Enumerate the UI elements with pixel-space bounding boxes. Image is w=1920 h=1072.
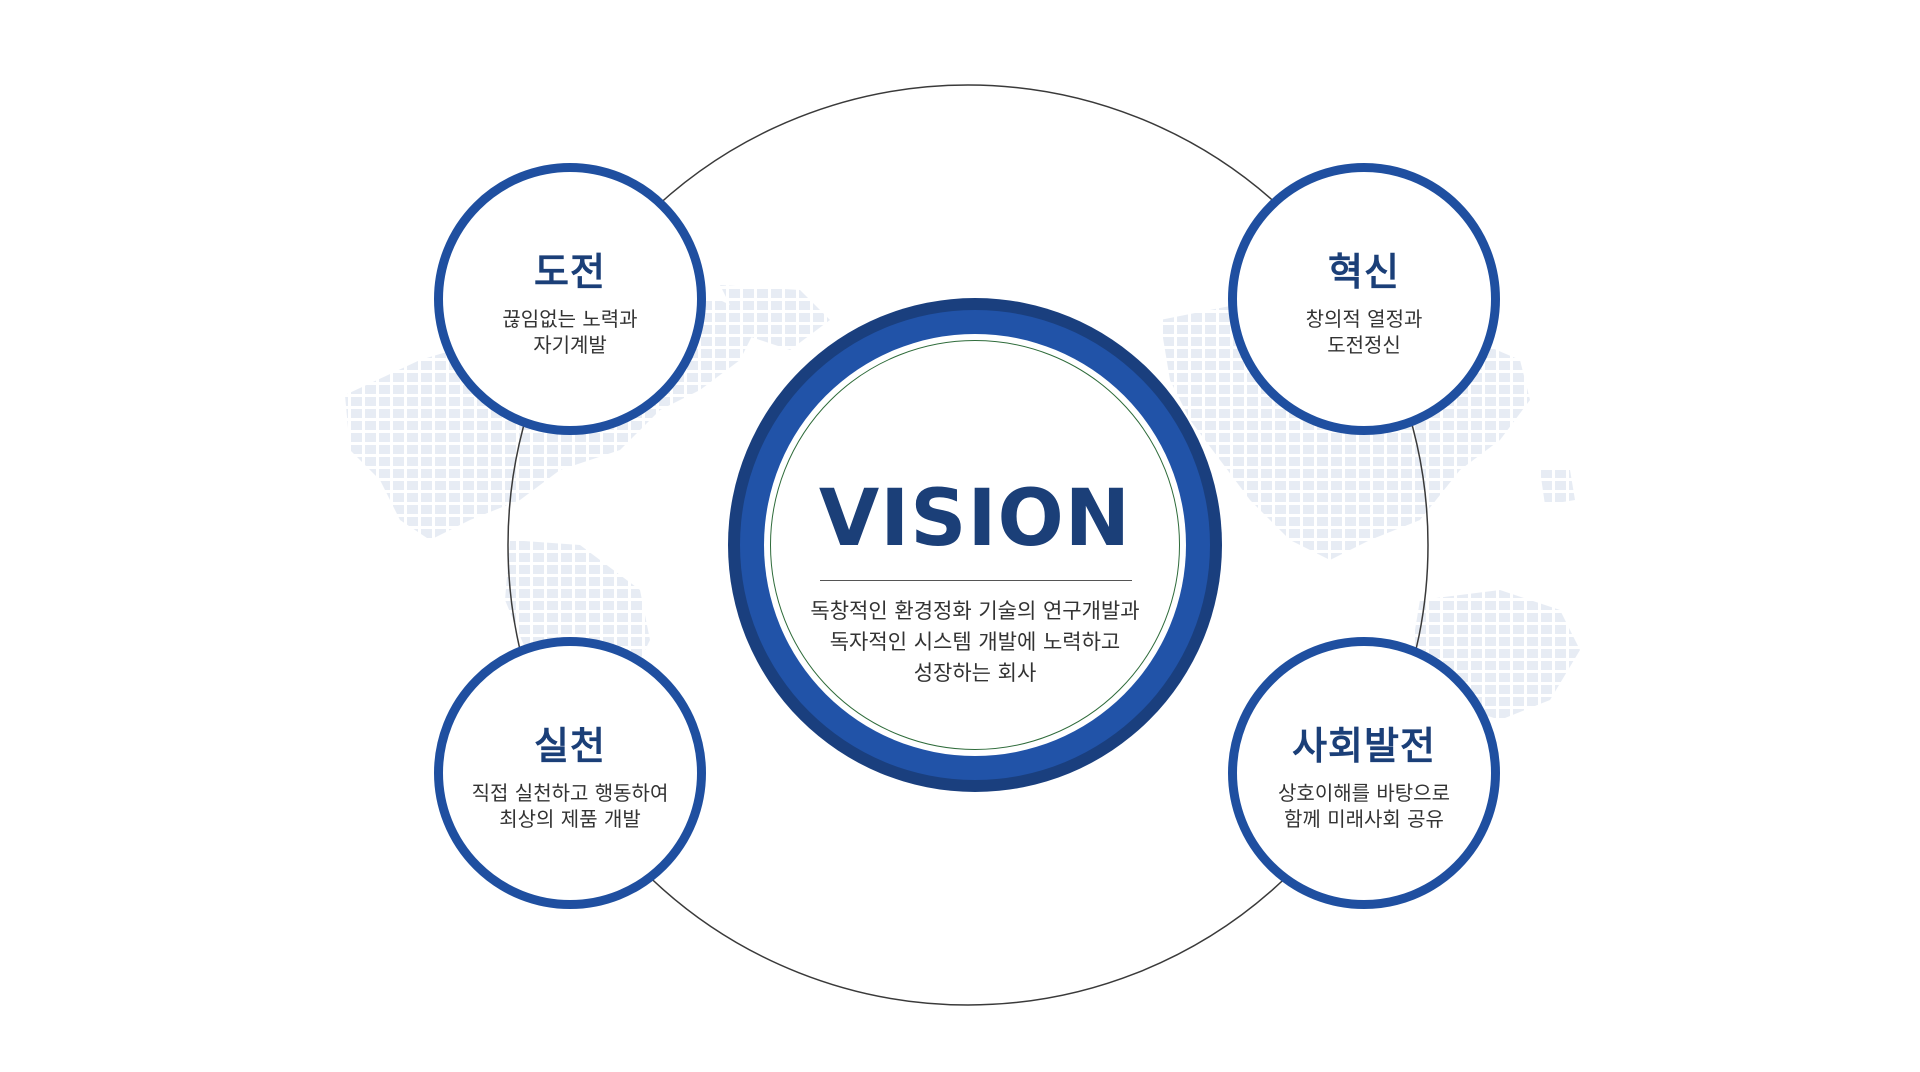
vision-inner-disc: VISION 독창적인 환경정화 기술의 연구개발과 독자적인 시스템 개발에 …	[764, 334, 1186, 756]
vision-line-2: 독자적인 시스템 개발에 노력하고	[829, 630, 1121, 654]
value-practice-desc: 직접 실천하고 행동하여 최상의 제품 개발	[472, 780, 669, 832]
vision-line-1: 독창적인 환경정화 기술의 연구개발과	[810, 599, 1140, 623]
value-challenge-desc: 끊임없는 노력과 자기계발	[502, 306, 637, 358]
value-challenge-line-2: 자기계발	[533, 332, 607, 357]
value-innovation-line-2: 도전정신	[1327, 332, 1401, 357]
value-social: 사회발전 상호이해를 바탕으로 함께 미래사회 공유	[1228, 637, 1500, 909]
orbit-ring	[507, 84, 1429, 1006]
value-innovation-desc: 창의적 열정과 도전정신	[1306, 306, 1423, 358]
value-innovation-title: 혁신	[1328, 249, 1400, 294]
value-practice-line-2: 최상의 제품 개발	[499, 806, 641, 831]
value-challenge-title: 도전	[534, 249, 606, 294]
vision-title: VISION	[818, 474, 1132, 564]
vision-core: VISION 독창적인 환경정화 기술의 연구개발과 독자적인 시스템 개발에 …	[728, 298, 1222, 792]
vision-line-3: 성장하는 회사	[913, 661, 1037, 685]
value-practice-title: 실천	[534, 723, 606, 768]
vision-divider	[820, 580, 1132, 581]
value-social-line-1: 상호이해를 바탕으로	[1278, 780, 1450, 805]
value-challenge-line-1: 끊임없는 노력과	[502, 306, 638, 331]
value-innovation: 혁신 창의적 열정과 도전정신	[1228, 163, 1500, 435]
value-social-title: 사회발전	[1292, 723, 1436, 768]
value-innovation-line-1: 창의적 열정과	[1305, 306, 1423, 331]
value-practice-line-1: 직접 실천하고 행동하여	[471, 780, 669, 805]
value-practice: 실천 직접 실천하고 행동하여 최상의 제품 개발	[434, 637, 706, 909]
value-social-desc: 상호이해를 바탕으로 함께 미래사회 공유	[1278, 780, 1450, 832]
value-challenge: 도전 끊임없는 노력과 자기계발	[434, 163, 706, 435]
vision-description: 독창적인 환경정화 기술의 연구개발과 독자적인 시스템 개발에 노력하고 성장…	[764, 596, 1186, 689]
vision-inner-ring	[770, 340, 1180, 750]
value-social-line-2: 함께 미래사회 공유	[1284, 806, 1444, 831]
